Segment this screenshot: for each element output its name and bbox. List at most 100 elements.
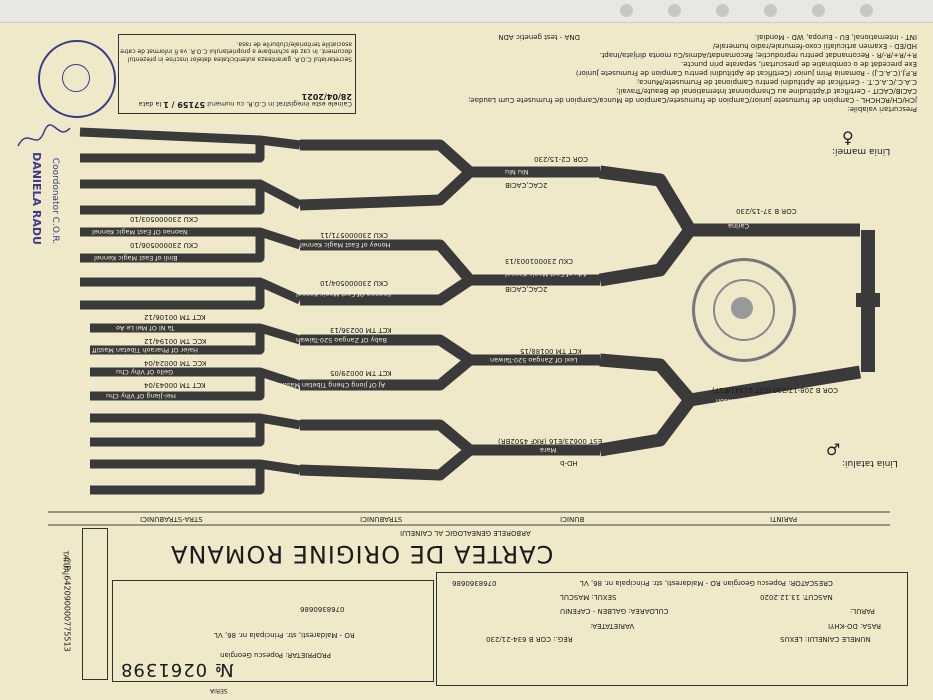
tattoo-box bbox=[82, 528, 108, 680]
label: NUMELE CAINELUI: bbox=[804, 635, 871, 643]
sire-dam-title: HD-b bbox=[560, 459, 578, 467]
owner-address: RO - Maldaresti, str. Principala nr. 86,… bbox=[214, 631, 355, 639]
serial-value: 0261398 bbox=[120, 659, 208, 680]
dog-color: GALBEN - CAFENIU bbox=[560, 607, 627, 615]
dam-dam-reg: CKU 230001003/13 bbox=[505, 257, 573, 265]
parents-heading: PARINTI bbox=[770, 515, 798, 523]
dam-reg: COR B 37-15/230 bbox=[736, 207, 797, 215]
owner-row: PROPRIETAR: Popescu Georgian bbox=[220, 650, 331, 659]
dog-reg: COR B 634-21/230 bbox=[486, 635, 552, 643]
dam-dam-name: Ady of East Magic Kennel bbox=[505, 270, 587, 278]
male-symbol-icon: ♂ bbox=[826, 440, 841, 459]
born-row: NASCUT: 13.12.2020 bbox=[760, 592, 833, 601]
sire-name: Status Benevoles Wilson bbox=[716, 397, 796, 405]
great-grandparents-heading: STRABUNICI bbox=[360, 515, 403, 523]
owner-phone: 0768360686 bbox=[300, 605, 345, 613]
punch-hole bbox=[668, 4, 681, 17]
registration-box bbox=[118, 34, 356, 114]
breed-row: RASA: DO-KHYI bbox=[828, 621, 881, 630]
sire-dam-reg: EST 00623/E16 (RKF 4502BR) bbox=[498, 437, 603, 445]
dam-sire-reg: COR C2-15/230 bbox=[534, 155, 588, 163]
dam-dam-title: 2CAC,CACIB bbox=[505, 285, 548, 293]
gggparent-name: Haier Of Pharaoh Tibetan Mastiff bbox=[92, 346, 198, 354]
gggparent-reg: CKU 230000506/10 bbox=[130, 241, 198, 249]
stamp-inner-ring bbox=[62, 64, 90, 92]
nr-symbol: № bbox=[213, 659, 234, 680]
dog-breed: DO-KHYI bbox=[828, 622, 858, 630]
variety-row: VARIETATEA: bbox=[590, 621, 634, 630]
punch-hole bbox=[620, 4, 633, 17]
gggparent-name: Binli of East Magic Kennel bbox=[94, 254, 178, 262]
dam-sire-title: 2CAC,CACIB bbox=[505, 181, 548, 189]
ggparent-name: Jingang Of East Magic Kennel bbox=[296, 290, 391, 298]
label: NASCUT: bbox=[802, 593, 833, 601]
label: CRESCATOR: bbox=[788, 579, 833, 587]
breeder-name: Popescu Georgian bbox=[723, 579, 787, 587]
punch-hole bbox=[812, 4, 825, 17]
dam-name: Carina bbox=[728, 222, 750, 230]
coordinator-block: DANIELA RADU Coordonator C.O.R. bbox=[17, 124, 78, 278]
sire-sire-name: Lexi Of Zangao 520-Taiwan bbox=[490, 356, 578, 364]
sire-dam-name: Mara bbox=[540, 446, 557, 454]
breeder-row: CRESCATOR: Popescu Georgian RO - Maldare… bbox=[580, 578, 833, 587]
gggparent-reg: KCC TM 00194/12 bbox=[144, 337, 207, 345]
punch-hole bbox=[716, 4, 729, 17]
tree-title: ARBORELE GENEALOGIC AL CAINELUI bbox=[400, 529, 531, 537]
sex-row: SEXUL: MASCUL bbox=[560, 592, 616, 601]
owner-box bbox=[112, 580, 434, 682]
gggparent-reg: KCC TM 00024/04 bbox=[144, 359, 207, 367]
ggparent-reg: KCT TM 00029/05 bbox=[330, 369, 392, 377]
sire-line-label: Linia tatalui: bbox=[842, 458, 898, 468]
chip-number: CIP: 642090000775513 bbox=[62, 557, 72, 652]
serial-number: № 0261398 bbox=[120, 658, 234, 680]
signature-scribble bbox=[17, 124, 71, 147]
ggparent-reg: CKU 230000504/10 bbox=[320, 279, 388, 287]
ggparent-reg: CKU 230000571/11 bbox=[320, 231, 388, 239]
label: PARUL: bbox=[850, 607, 875, 615]
breeder-address: RO - Maldaresti, str. Principala nr. 86,… bbox=[580, 579, 721, 587]
sire-reg: COR B 208-17/230 (EST 01541/E17) bbox=[712, 386, 839, 394]
ggparent-name: AJ Of Jiong Cheng Tibetan Mastiff bbox=[278, 381, 386, 389]
sire-sire-reg: KCT TM 00188/15 bbox=[520, 347, 582, 355]
gggparent-reg: CKU 230000503/10 bbox=[130, 215, 198, 223]
cor-stamp bbox=[38, 40, 116, 118]
label: CULOAREA: bbox=[628, 607, 669, 615]
gggparent-name: Hei-Jiang Of Vihy Chu bbox=[106, 392, 176, 400]
gggparent-name: Naonao Of East Magic Kennel bbox=[92, 228, 188, 236]
name-row: NUMELE CAINELUI: LEXUS bbox=[780, 634, 871, 643]
gggparent-name: Ta Ni Of Mei Le Ao bbox=[116, 324, 175, 332]
grandparents-heading: BUNICI bbox=[560, 515, 585, 523]
plastic-sleeve-edge bbox=[0, 0, 933, 23]
cynology-association-seal bbox=[692, 258, 796, 362]
dam-sire-name: Niu Niu bbox=[505, 168, 529, 176]
dog-data-table bbox=[436, 572, 908, 686]
dog-sex: MASCUL bbox=[560, 593, 590, 601]
dog-born: 13.12.2020 bbox=[760, 593, 801, 601]
breeder-phone: 0768360686 bbox=[452, 579, 497, 587]
punch-hole bbox=[860, 4, 873, 17]
label: SEXUL: bbox=[591, 593, 617, 601]
female-symbol-icon: ♀ bbox=[842, 128, 854, 147]
ggparent-name: Honey of East Magic Kennel bbox=[300, 241, 391, 249]
label: REG.: bbox=[553, 635, 573, 643]
seal-emblem bbox=[731, 297, 753, 319]
gggparent-reg: KCT TM 00106/12 bbox=[144, 313, 206, 321]
label: PROPRIETAR: bbox=[285, 651, 331, 659]
label: RASA: bbox=[860, 622, 882, 630]
gggparent-name: Geilo Of Vihy Chu bbox=[116, 368, 174, 376]
reg-row: REG.: COR B 634-21/230 bbox=[486, 634, 573, 643]
hair-row: PARUL: bbox=[850, 606, 875, 615]
ggparent-name: Baby Of Zangao 520-Taiwan bbox=[296, 336, 387, 344]
color-row: CULOAREA: GALBEN - CAFENIU bbox=[560, 606, 669, 615]
dog-name: LEXUS bbox=[780, 635, 803, 643]
serial-label: SERIA bbox=[210, 687, 228, 694]
label: VARIETATEA: bbox=[590, 622, 635, 630]
ggparent-reg: KCT TM 00236/13 bbox=[330, 326, 392, 334]
gggparent-reg: KCT TM 00043/04 bbox=[144, 381, 206, 389]
certificate-title: CARTEA DE ORIGINE ROMANA bbox=[170, 540, 554, 568]
punch-hole bbox=[764, 4, 777, 17]
dam-line-label: Linia mamei: bbox=[832, 146, 891, 156]
great-great-grandparents-heading: STRA-STRABUNICI bbox=[140, 515, 203, 523]
